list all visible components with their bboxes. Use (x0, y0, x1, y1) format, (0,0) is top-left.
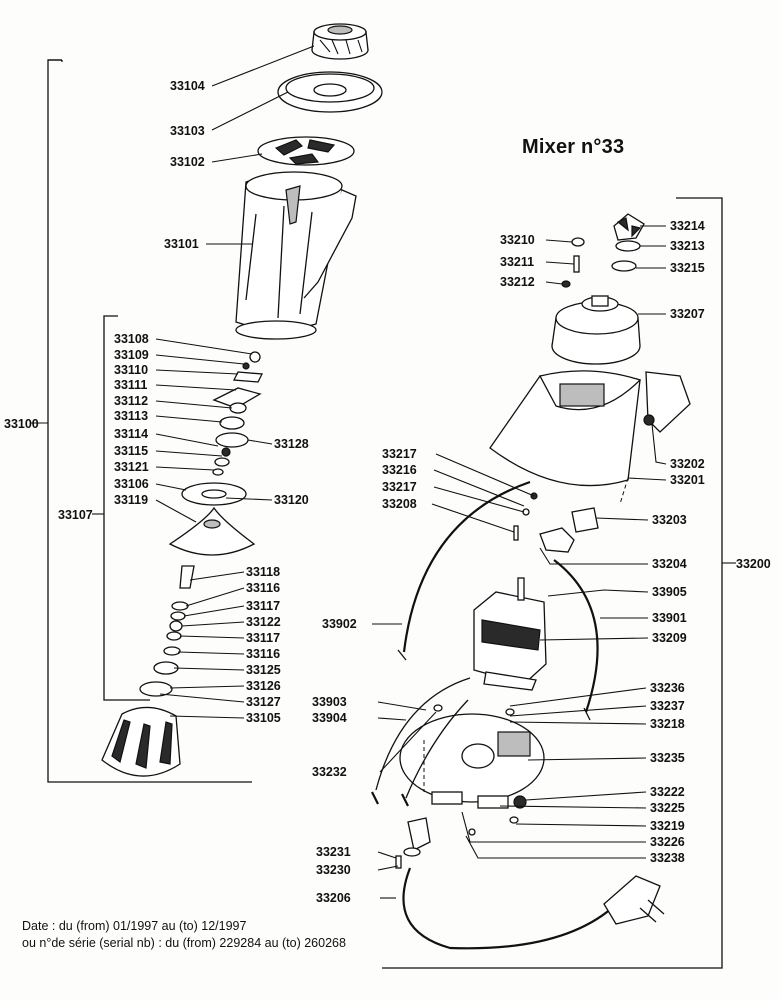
label-33126: 33126 (246, 679, 281, 693)
bracket-33107 (92, 315, 150, 701)
cable-clamp (395, 817, 431, 869)
seal-disc (257, 136, 355, 166)
label-33102: 33102 (170, 155, 205, 169)
label-33904: 33904 (312, 711, 347, 725)
label-33901: 33901 (652, 611, 687, 625)
switch-parts (513, 492, 599, 553)
label-33114: 33114 (114, 427, 148, 441)
label-33119: 33119 (114, 493, 148, 507)
label-33207: 33207 (670, 307, 705, 321)
lid-cap (311, 23, 369, 60)
blade-stack (139, 351, 264, 697)
label-33905: 33905 (652, 585, 687, 599)
footnote-serial-range: ou n°de série (serial nb) : du (from) 22… (22, 936, 346, 950)
label-33103: 33103 (170, 124, 205, 138)
motor-housing (489, 370, 691, 487)
label-33109: 33109 (114, 348, 149, 362)
drive-collar (551, 295, 641, 365)
label-33203: 33203 (652, 513, 687, 527)
label-33217b: 33217 (382, 480, 417, 494)
label-33217a: 33217 (382, 447, 417, 461)
label-33211: 33211 (500, 255, 534, 269)
jug-base (101, 706, 181, 777)
label-33235: 33235 (650, 751, 685, 765)
label-33206: 33206 (316, 891, 351, 905)
label-33226: 33226 (650, 835, 685, 849)
label-33200: 33200 (736, 557, 771, 571)
label-33238: 33238 (650, 851, 685, 865)
label-33210: 33210 (500, 233, 535, 247)
base-plate (399, 713, 545, 809)
motor (473, 577, 547, 691)
lid-ring (277, 71, 383, 113)
label-33204: 33204 (652, 557, 687, 571)
label-33117b: 33117 (246, 631, 280, 645)
label-33215: 33215 (670, 261, 705, 275)
bracket-33200 (382, 197, 736, 969)
footnote-date-range: Date : du (from) 01/1997 au (to) 12/1997 (22, 919, 247, 933)
label-33100: 33100 (4, 417, 39, 431)
label-33902: 33902 (322, 617, 357, 631)
label-33113: 33113 (114, 409, 148, 423)
label-33212: 33212 (500, 275, 535, 289)
jug (235, 171, 357, 340)
validity-footnote: Date : du (from) 01/1997 au (to) 12/1997… (22, 918, 346, 952)
label-33110: 33110 (114, 363, 148, 377)
label-33216: 33216 (382, 463, 417, 477)
bracket-33100 (30, 59, 252, 783)
label-33214: 33214 (670, 219, 705, 233)
power-cord (402, 867, 665, 950)
label-33230: 33230 (316, 863, 351, 877)
label-33222: 33222 (650, 785, 685, 799)
label-33105: 33105 (246, 711, 281, 725)
label-33101: 33101 (164, 237, 199, 251)
label-33128: 33128 (274, 437, 309, 451)
label-33115: 33115 (114, 444, 148, 458)
label-33232: 33232 (312, 765, 347, 779)
label-33104: 33104 (170, 79, 205, 93)
label-33107: 33107 (58, 508, 93, 522)
label-33106: 33106 (114, 477, 149, 491)
label-33122: 33122 (246, 615, 281, 629)
label-33118: 33118 (246, 565, 280, 579)
diagram-title: Mixer n°33 (522, 136, 625, 158)
coupling-parts (561, 213, 645, 288)
label-33209: 33209 (652, 631, 687, 645)
label-33219: 33219 (650, 819, 685, 833)
wires (371, 477, 629, 807)
label-33112: 33112 (114, 394, 148, 408)
label-33116b: 33116 (246, 647, 280, 661)
label-33208: 33208 (382, 497, 417, 511)
label-33202: 33202 (670, 457, 705, 471)
label-33120: 33120 (274, 493, 309, 507)
label-33121: 33121 (114, 460, 149, 474)
label-33237: 33237 (650, 699, 685, 713)
label-33903: 33903 (312, 695, 347, 709)
label-33213: 33213 (670, 239, 705, 253)
label-33108: 33108 (114, 332, 149, 346)
label-33117a: 33117 (246, 599, 280, 613)
label-33225: 33225 (650, 801, 685, 815)
leaders (155, 45, 667, 899)
label-33127: 33127 (246, 695, 281, 709)
label-33236: 33236 (650, 681, 685, 695)
label-33125: 33125 (246, 663, 281, 677)
label-33116a: 33116 (246, 581, 280, 595)
label-33231: 33231 (316, 845, 351, 859)
label-33201: 33201 (670, 473, 705, 487)
label-33111: 33111 (114, 378, 147, 392)
label-33218: 33218 (650, 717, 685, 731)
